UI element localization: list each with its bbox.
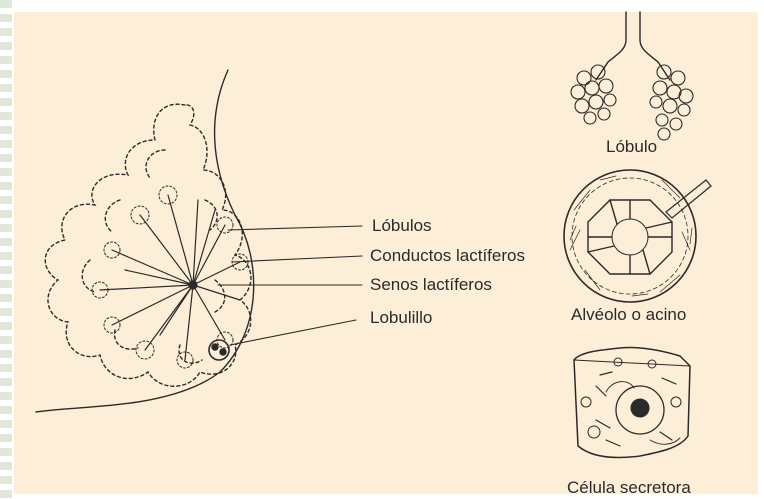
label-conductos-lactiferos: Conductos lactíferos <box>370 246 525 266</box>
label-celula-secretora: Célula secretora <box>567 478 691 498</box>
breast-lobes-cloud <box>45 104 251 386</box>
breast-outline <box>36 70 254 412</box>
duct-lobules <box>92 186 248 368</box>
label-lobulillo: Lobulillo <box>370 308 432 328</box>
label-lobulos: Lóbulos <box>372 216 432 236</box>
celula-figure <box>574 347 690 457</box>
label-alveolo: Alvéolo o acino <box>571 305 686 325</box>
label-lobulo: Lóbulo <box>606 137 657 157</box>
alveolo-figure <box>564 170 711 302</box>
label-senos-lactiferos: Senos lactíferos <box>370 275 492 295</box>
leader-lines <box>218 226 362 345</box>
lobulo-figure <box>571 12 693 140</box>
